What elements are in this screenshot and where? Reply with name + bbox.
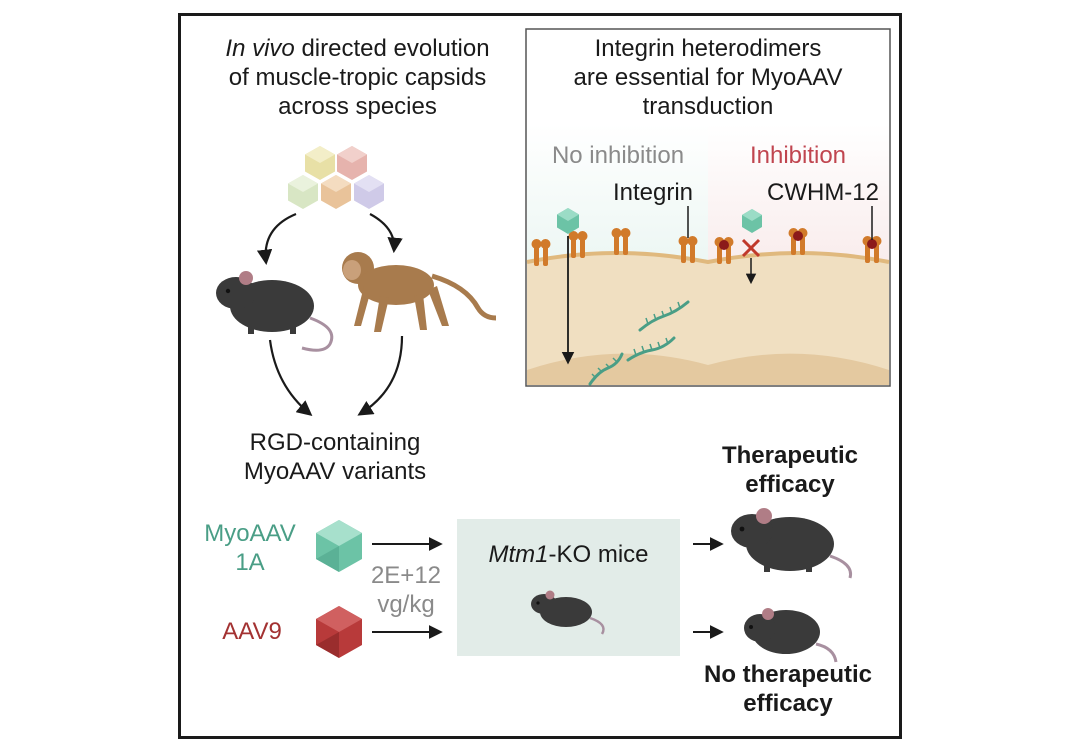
title-line3: across species: [278, 93, 437, 120]
negative-outcome-label: No therapeutic efficacy: [682, 660, 894, 718]
aav9-capsid-icon: [316, 606, 362, 658]
variants-line1: RGD-containing: [249, 429, 421, 456]
no-inhibition-label: No inhibition: [551, 142, 685, 169]
myoaav-1a-capsid-icon: [316, 520, 362, 572]
integrin-title-line1: Integrin heterodimers: [594, 35, 822, 62]
aav9-label: AAV9: [222, 618, 282, 645]
arrow-primate-to-variants: [357, 335, 404, 416]
myoaav-line2: 1A: [235, 549, 265, 576]
integrin-panel: [525, 28, 891, 387]
positive-outcome-label: Therapeutic efficacy: [690, 441, 890, 499]
integrin-title-line3: transduction: [642, 93, 774, 120]
myoaav-line1: MyoAAV: [204, 520, 296, 547]
model-rest: -KO mice: [548, 541, 649, 568]
rna-ticks: [591, 301, 681, 379]
healthy-mouse-icon: [731, 508, 853, 579]
cell-body: [527, 253, 889, 385]
evolution-title: In vivo directed evolution of muscle-tro…: [195, 34, 520, 121]
model-gene: Mtm1: [488, 541, 549, 568]
title-line2: of muscle-tropic capsids: [228, 64, 487, 91]
blocked-capsid-icon: [742, 209, 762, 233]
dose-line1: 2E+12: [370, 562, 442, 589]
mouse-icon: [216, 271, 334, 352]
integrin-title-line2: are essential for MyoAAV: [573, 64, 843, 91]
positive-line1: Therapeutic: [721, 442, 859, 469]
inhibition-label: Inhibition: [749, 142, 847, 169]
sick-mouse-icon: [744, 608, 838, 663]
myoaav-capsid-icon: [557, 208, 579, 234]
positive-line2: efficacy: [745, 471, 835, 498]
dose-label: 2E+12 vg/kg: [360, 561, 452, 619]
integrin-label: Integrin: [612, 179, 694, 206]
arrow-to-primate: [369, 213, 403, 254]
integrin-title: Integrin heterodimers are essential for …: [530, 34, 886, 121]
inhibitor-label: CWHM-12: [767, 179, 879, 206]
negative-line2: efficacy: [743, 690, 833, 717]
integrin-receptor: [531, 228, 698, 266]
inhibitor-molecule: [719, 231, 877, 250]
myoaav-1a-label: MyoAAV 1A: [190, 519, 310, 577]
model-box: [457, 519, 680, 656]
arrow-mouse-to-variants: [268, 339, 313, 416]
block-x-icon: [741, 238, 761, 258]
variants-label: RGD-containing MyoAAV variants: [205, 428, 465, 486]
primate-icon: [342, 252, 497, 332]
capsid-library-icon: [288, 146, 384, 209]
negative-line1: No therapeutic: [703, 661, 873, 688]
variants-line2: MyoAAV variants: [243, 458, 427, 485]
dose-line2: vg/kg: [377, 591, 435, 618]
ko-mouse-icon: [531, 590, 605, 635]
title-line1: directed evolution: [294, 35, 490, 62]
title-italic: In vivo: [225, 35, 295, 62]
model-label: Mtm1-KO mice: [457, 540, 680, 569]
arrow-to-mouse: [256, 212, 297, 266]
